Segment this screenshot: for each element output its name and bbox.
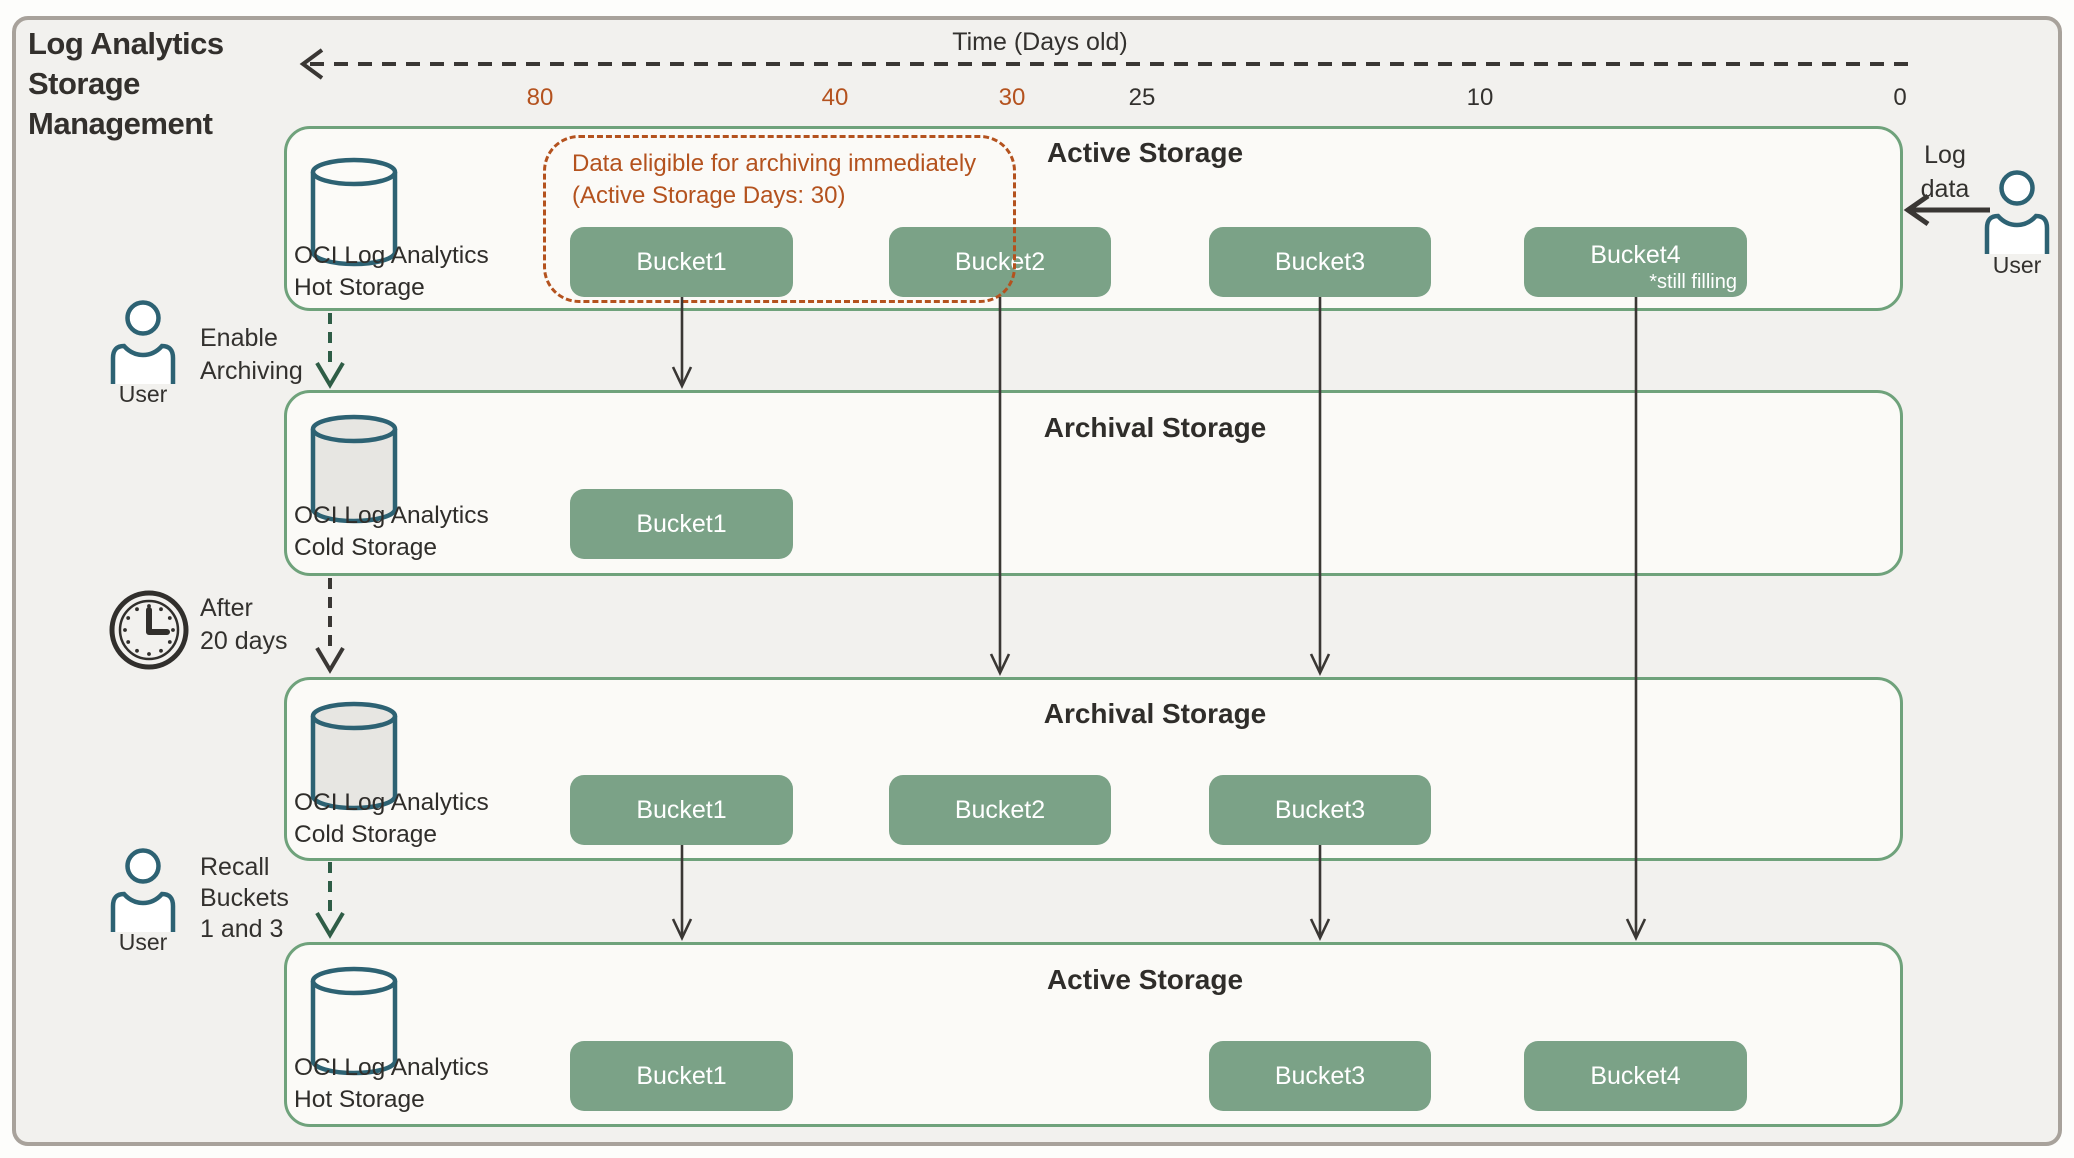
archival-storage-box-1 (284, 390, 1903, 576)
storage-label-cold-1: OCI Log Analytics Cold Storage (294, 502, 489, 561)
storage-label-cold-2: OCI Log Analytics Cold Storage (294, 789, 489, 848)
hot-storage-cylinder-icon (310, 157, 398, 267)
bucket: Bucket1 (570, 489, 793, 559)
bucket: Bucket4 *still filling (1524, 227, 1747, 297)
box-title-active-storage-top: Active Storage (1046, 137, 1244, 168)
recall-buckets-label: Recall Buckets 1 and 3 (200, 853, 289, 943)
timeline-tick-0: 0 (1893, 84, 1907, 111)
user-label: User (1992, 252, 2042, 278)
bucket: Bucket1 (570, 775, 793, 845)
page-title-line: Management (28, 106, 213, 141)
user-icon (1984, 170, 2050, 254)
page-title: Log Analytics Storage Management (28, 24, 224, 144)
hot-storage-cylinder-icon (310, 966, 398, 1076)
log-data-label: Log data (1920, 141, 1970, 203)
storage-label-hot-bottom: OCI Log Analytics Hot Storage (294, 1054, 489, 1113)
bucket: Bucket1 (570, 227, 793, 297)
timeline-label: Time (Days old) (952, 28, 1128, 56)
bucket: Bucket3 (1209, 227, 1431, 297)
storage-label-hot-top: OCI Log Analytics Hot Storage (294, 242, 489, 301)
timeline-tick-30: 30 (998, 84, 1026, 111)
bucket-note: *still filling (1649, 271, 1737, 293)
archive-eligible-annotation: Data eligible for archiving immediately … (543, 135, 1016, 303)
bucket: Bucket1 (570, 1041, 793, 1111)
user-icon (110, 848, 176, 932)
timeline-tick-10: 10 (1466, 84, 1494, 111)
timeline-tick-40: 40 (821, 84, 849, 111)
cold-storage-cylinder-icon (310, 414, 398, 524)
timeline-tick-25: 25 (1128, 84, 1156, 111)
box-title-archival-storage-1: Archival Storage (1043, 412, 1267, 443)
cold-storage-cylinder-icon (310, 701, 398, 811)
timeline-tick-80: 80 (526, 84, 554, 111)
page-title-line: Storage (28, 66, 140, 101)
bucket: Bucket3 (1209, 775, 1431, 845)
page-title-line: Log Analytics (28, 26, 224, 61)
box-title-archival-storage-2: Archival Storage (1043, 698, 1267, 729)
bucket: Bucket3 (1209, 1041, 1431, 1111)
bucket: Bucket2 (889, 227, 1111, 297)
bucket: Bucket2 (889, 775, 1111, 845)
user-icon (110, 300, 176, 384)
box-title-active-storage-bottom: Active Storage (1046, 964, 1244, 995)
clock-icon (109, 590, 189, 670)
after-20-days-label: After 20 days (200, 594, 288, 655)
bucket: Bucket4 (1524, 1041, 1747, 1111)
enable-archiving-label: Enable Archiving (200, 324, 303, 385)
user-label: User (118, 929, 168, 955)
user-label: User (118, 381, 168, 407)
